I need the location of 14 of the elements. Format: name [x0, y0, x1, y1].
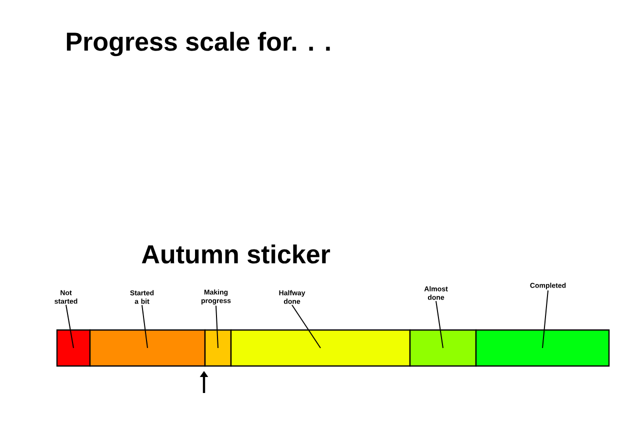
scale-segment [204, 329, 232, 367]
leader-line [142, 304, 148, 348]
leader-line [66, 304, 74, 348]
scale-segment [230, 329, 411, 367]
scale-segment [89, 329, 206, 367]
heading: Autumn sticker [142, 244, 330, 264]
scale-segment [56, 329, 91, 367]
title: Progress scale for. . . [66, 32, 330, 56]
scale-segment [409, 329, 477, 367]
leader-line [436, 300, 444, 348]
leader-line [216, 305, 218, 348]
leader-line [292, 304, 321, 348]
scale-segment [475, 329, 610, 367]
leader-line [542, 290, 548, 348]
